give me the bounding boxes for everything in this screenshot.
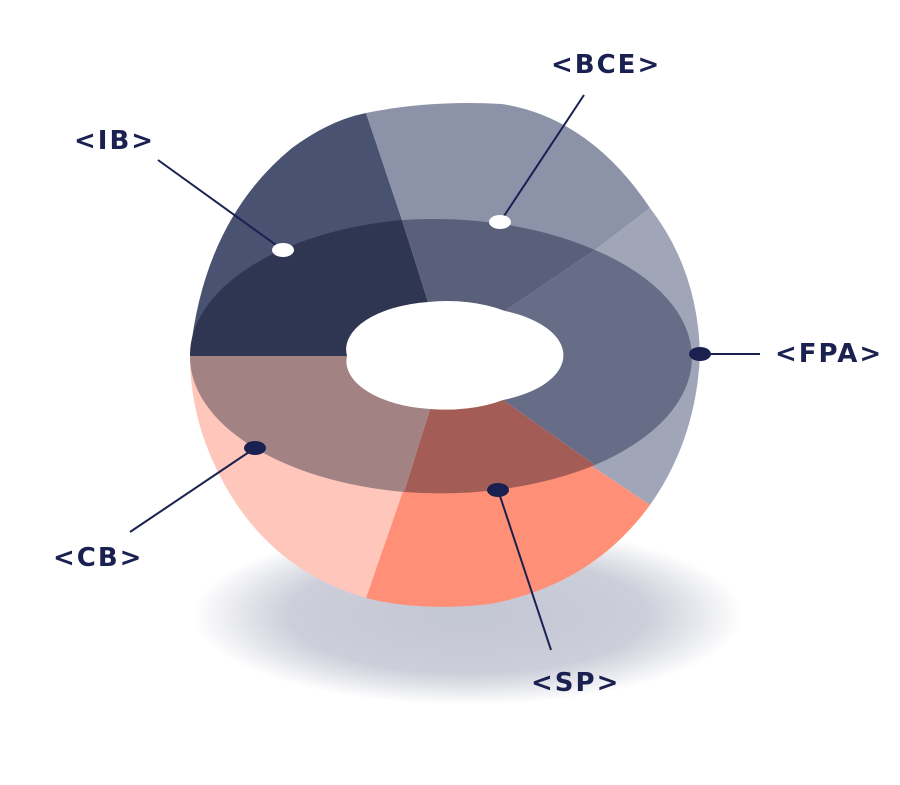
donut-hole — [348, 304, 542, 408]
segment-sp-top — [404, 400, 595, 494]
segment-cb-top — [189, 356, 430, 492]
leader-line-cb — [129, 447, 256, 533]
marker-fpa — [689, 347, 711, 361]
label-cb: <CB> — [53, 543, 144, 573]
marker-cb — [244, 441, 266, 455]
label-ib: <IB> — [74, 126, 156, 156]
label-bce: <BCE> — [551, 50, 662, 80]
segment-fpa-top — [503, 250, 692, 465]
leader-line-bce — [499, 94, 585, 223]
leader-line-ib — [157, 159, 284, 251]
marker-bce — [489, 215, 511, 229]
marker-ib — [272, 243, 294, 257]
label-sp: <SP> — [531, 668, 621, 698]
marker-sp — [487, 483, 509, 497]
segment-ib-top — [189, 220, 428, 356]
segment-sp-side — [366, 465, 650, 607]
label-fpa: <FPA> — [775, 339, 884, 369]
segment-bce-side — [366, 103, 650, 250]
segment-bce-top — [402, 218, 595, 311]
leader-line-sp — [497, 489, 552, 651]
